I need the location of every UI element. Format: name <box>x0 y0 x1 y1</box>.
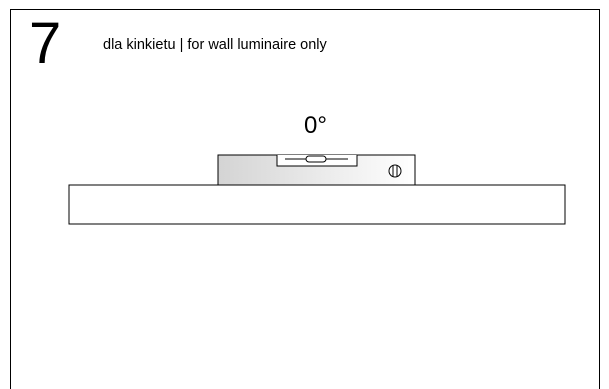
wall-luminaire <box>68 184 566 225</box>
bubble-vial-icon <box>276 155 358 167</box>
step-number: 7 <box>29 11 62 76</box>
spirit-level <box>217 154 416 186</box>
step-caption: dla kinkietu | for wall luminaire only <box>103 37 327 53</box>
screw-icon <box>388 164 402 178</box>
angle-label: 0° <box>304 112 327 139</box>
step-frame <box>10 9 600 389</box>
